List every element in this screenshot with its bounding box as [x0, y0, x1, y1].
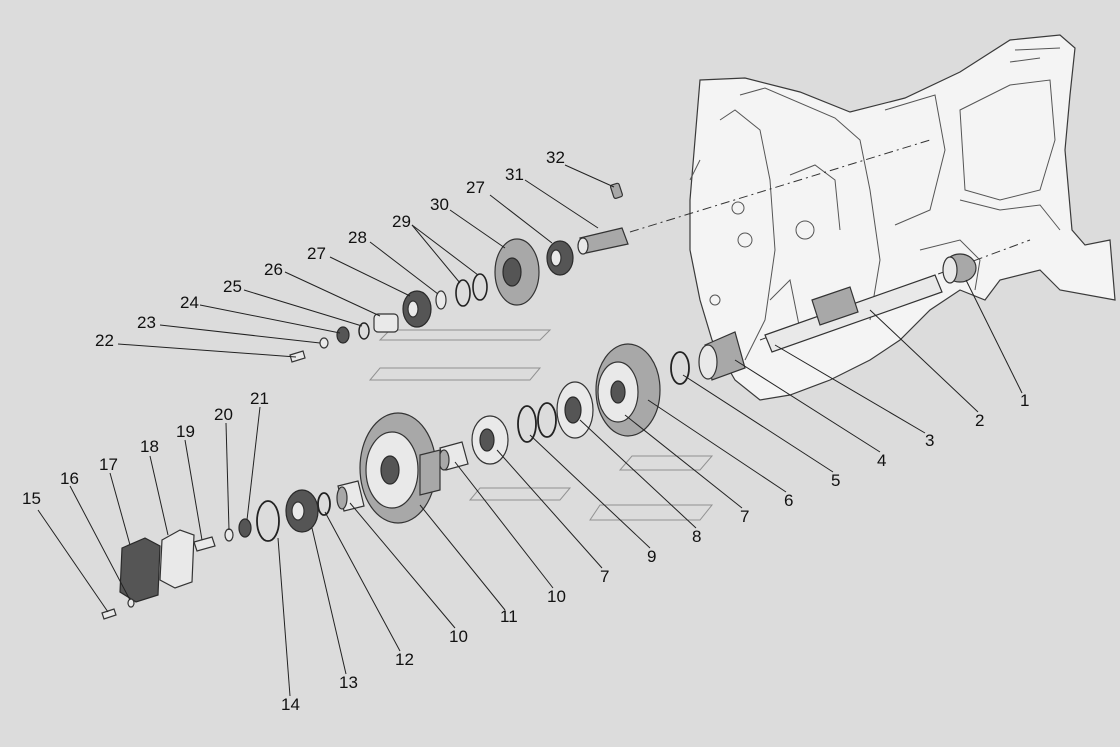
- part-4-coupling: [698, 331, 746, 381]
- callout-29: 29: [392, 212, 411, 231]
- callout-26: 26: [264, 260, 283, 279]
- leader-lines: [37, 164, 1023, 697]
- part-19-bolt: [193, 536, 216, 552]
- callout-22: 22: [95, 331, 114, 350]
- callout-32: 32: [546, 148, 565, 167]
- part-10-bushing-upper: [438, 441, 469, 471]
- part-24-nut: [336, 326, 350, 344]
- part-29-rings: [455, 273, 488, 307]
- part-20-washer: [224, 528, 234, 542]
- callout-23: 23: [137, 313, 156, 332]
- callout-14: 14: [281, 695, 300, 714]
- callout-12: 12: [395, 650, 414, 669]
- part-15-bolt: [101, 608, 117, 620]
- callout-28: 28: [348, 228, 367, 247]
- part-27-bearing-upper: [546, 240, 574, 276]
- axis-lines: [629, 139, 1031, 341]
- part-28-washer: [435, 290, 447, 310]
- part-8-ring: [537, 402, 557, 438]
- part-27-bearing-lower: [402, 290, 432, 328]
- gearbox-housing: [689, 34, 1116, 401]
- callout-18: 18: [140, 437, 159, 456]
- part-14-snap-ring: [256, 500, 280, 542]
- part-5-ring: [670, 351, 690, 385]
- part-6-gear-assembly: [595, 343, 661, 437]
- part-18-gasket: [159, 529, 195, 589]
- part-13-bearing: [285, 489, 319, 533]
- callout-1: 1: [1020, 391, 1029, 410]
- callout-24: 24: [180, 293, 199, 312]
- callout-5: 5: [831, 471, 840, 490]
- callout-20: 20: [214, 405, 233, 424]
- part-32-plug: [609, 182, 623, 199]
- callout-15: 15: [22, 489, 41, 508]
- part-2-shaft: [764, 274, 943, 353]
- callout-7-left: 7: [600, 567, 609, 586]
- callout-27-lower: 27: [307, 244, 326, 263]
- callout-31: 31: [505, 165, 524, 184]
- part-17-cover: [119, 537, 161, 603]
- part-16-washer: [127, 598, 135, 608]
- callout-19: 19: [176, 422, 195, 441]
- callout-6: 6: [784, 491, 793, 510]
- part-11-large-gear: [359, 412, 441, 524]
- callout-27-upper: 27: [466, 178, 485, 197]
- callout-10-lower: 10: [449, 627, 468, 646]
- callout-21: 21: [250, 389, 269, 408]
- callout-10-upper: 10: [547, 587, 566, 606]
- callout-7-right: 7: [740, 507, 749, 526]
- part-7-bearing: [556, 381, 594, 439]
- callout-17: 17: [99, 455, 118, 474]
- part-9-snap-ring: [517, 405, 537, 443]
- callout-4: 4: [877, 451, 886, 470]
- part-1-bearing: [942, 253, 977, 284]
- callout-30: 30: [430, 195, 449, 214]
- part-31-shaft: [577, 227, 629, 255]
- callout-11: 11: [500, 607, 518, 626]
- part-10-bushing-lower: [336, 480, 365, 512]
- part-23-washer: [319, 337, 329, 349]
- part-12-ring: [317, 492, 331, 516]
- callout-labels: 1 2 3 4 5 6 7 7 8 9 10 10 11 12 13 14 15…: [22, 148, 1029, 714]
- part-22-bolt: [289, 350, 306, 363]
- part-21-nut: [238, 518, 252, 538]
- part-30-gear: [494, 238, 540, 306]
- part-25-ring: [358, 322, 370, 340]
- part-26-sleeve: [373, 313, 399, 333]
- callout-13: 13: [339, 673, 358, 692]
- callout-9: 9: [647, 547, 656, 566]
- watermark-logo: [368, 329, 714, 521]
- callout-2: 2: [975, 411, 984, 430]
- callout-25: 25: [223, 277, 242, 296]
- callout-3: 3: [925, 431, 934, 450]
- callout-8: 8: [692, 527, 701, 546]
- callout-16: 16: [60, 469, 79, 488]
